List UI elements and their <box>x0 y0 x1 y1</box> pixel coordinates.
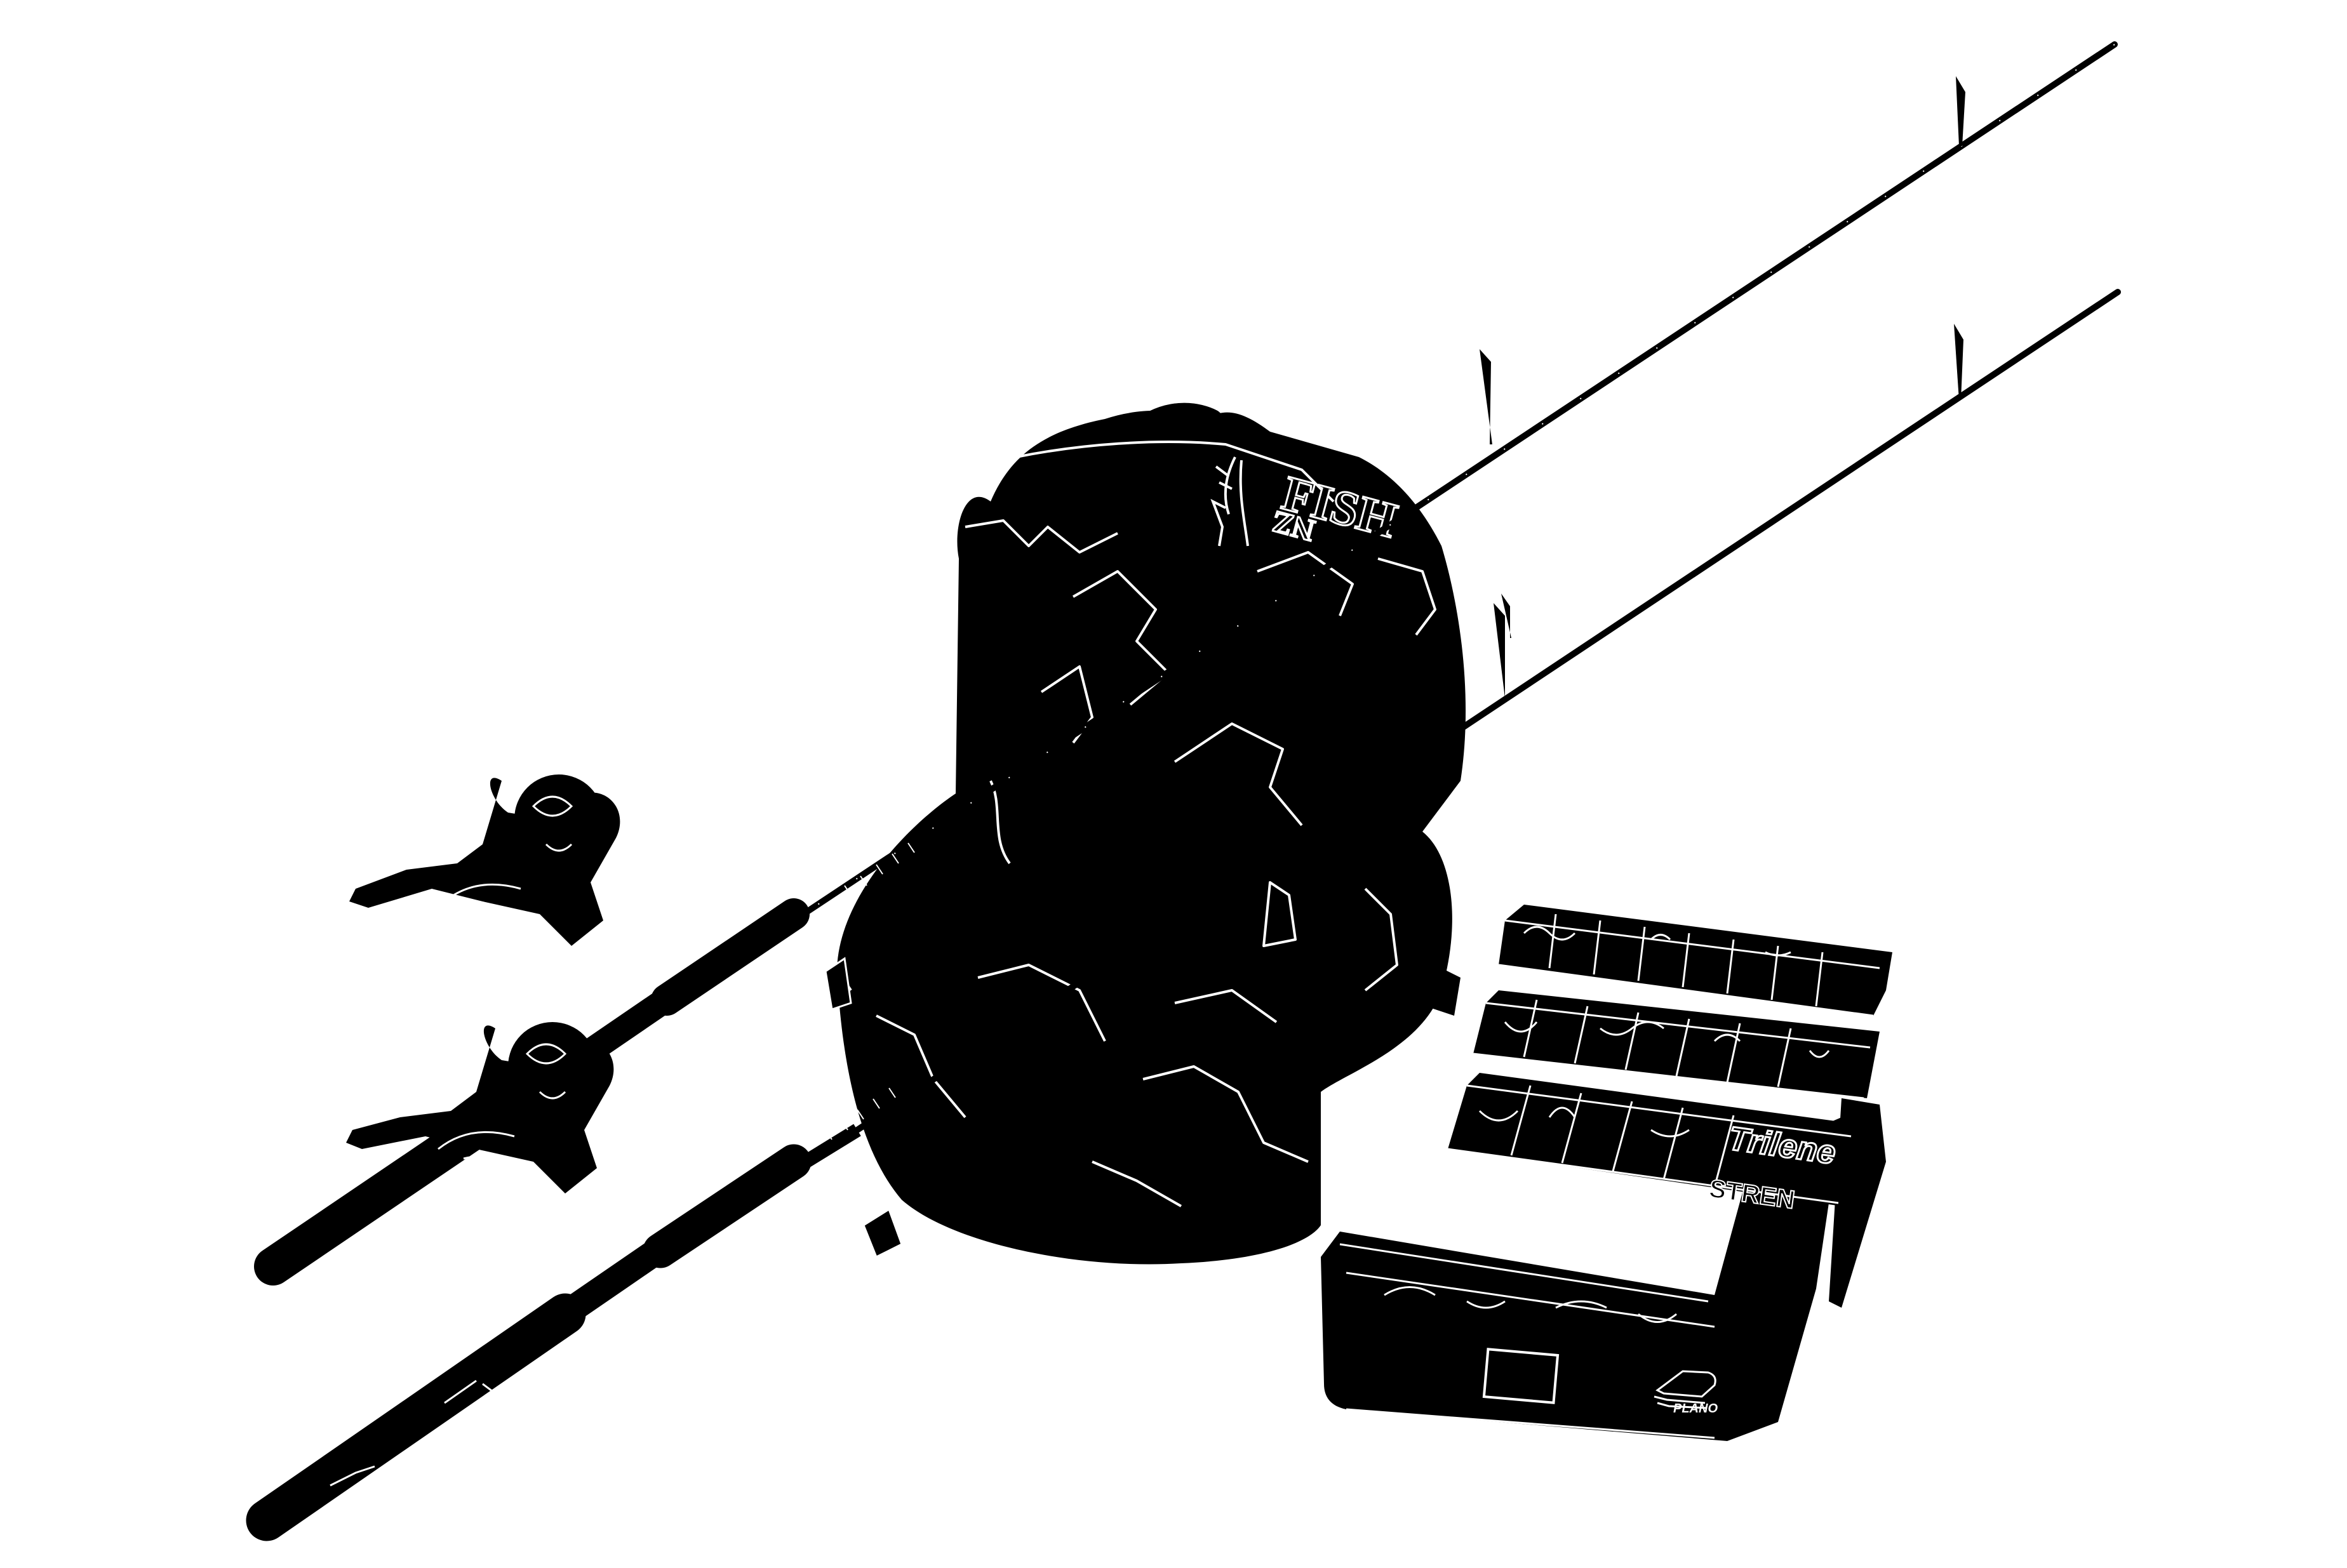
rod-guides <box>1480 76 1965 638</box>
plano-logo: PLANO <box>1654 1370 1718 1416</box>
plano-brand: PLANO <box>1673 1402 1718 1416</box>
spinning-reel-upper <box>349 774 620 946</box>
fishing-rod-lower <box>246 289 2121 1541</box>
tackle-box-latch <box>1482 1348 1560 1404</box>
rod-guides <box>1494 324 1963 698</box>
backpack: FISH NZ <box>824 402 1466 1265</box>
plano-logo-icon <box>1654 1370 1716 1409</box>
spinning-reel-lower <box>346 1022 614 1193</box>
tackle-box: Trilene STREN PLANO <box>1321 905 1892 1441</box>
deer-antler-icon <box>1210 456 1249 547</box>
